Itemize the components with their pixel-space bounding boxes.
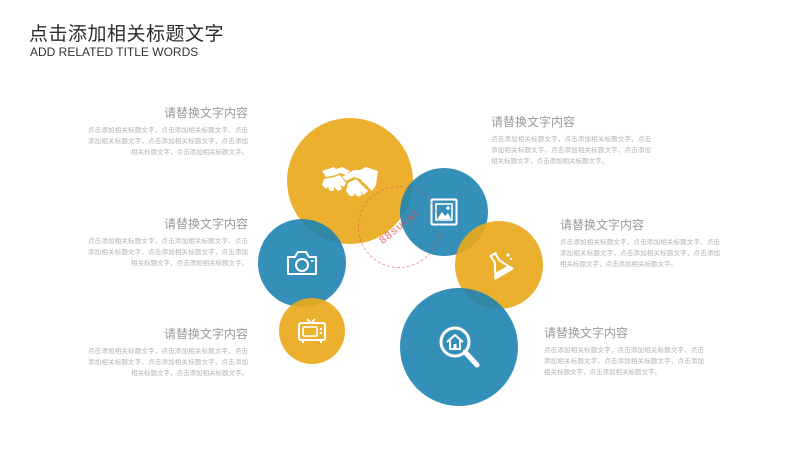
block-body: 点击添加相关标题文字，点击添加相关标题文字，点击添加相关标题文字，点击添加相关标… (544, 346, 704, 376)
text-block-left-1: 请替换文字内容 点击添加相关标题文字，点击添加相关标题文字，点击添加相关标题文字… (88, 104, 248, 158)
block-body: 点击添加相关标题文字，点击添加相关标题文字，点击添加相关标题文字，点击添加相关标… (88, 237, 248, 267)
block-body: 点击添加相关标题文字，点击添加相关标题文字，点击添加相关标题文字，点击添加相关标… (88, 347, 248, 377)
text-block-right-3: 请替换文字内容 点击添加相关标题文字，点击添加相关标题文字，点击添加相关标题文字… (544, 324, 704, 378)
block-heading: 请替换文字内容 (163, 106, 248, 120)
watermark-text: 88sucai (376, 207, 422, 247)
text-block-right-1: 请替换文字内容 点击添加相关标题文字，点击添加相关标题文字，点击添加相关标题文字… (491, 113, 651, 167)
slide-subtitle: ADD RELATED TITLE WORDS (30, 45, 199, 59)
block-body: 点击添加相关标题文字，点击添加相关标题文字，点击添加相关标题文字，点击添加相关标… (491, 135, 651, 165)
block-heading: 请替换文字内容 (544, 326, 629, 340)
home-search-icon (438, 325, 480, 369)
handshake-icon (320, 163, 380, 199)
text-block-left-2: 请替换文字内容 点击添加相关标题文字，点击添加相关标题文字，点击添加相关标题文字… (88, 215, 248, 269)
image-icon (430, 198, 458, 226)
block-heading: 请替换文字内容 (163, 217, 248, 231)
block-heading: 请替换文字内容 (560, 218, 645, 232)
flask-icon (484, 250, 514, 280)
block-body: 点击添加相关标题文字，点击添加相关标题文字，点击添加相关标题文字，点击添加相关标… (560, 238, 720, 268)
block-body: 点击添加相关标题文字，点击添加相关标题文字，点击添加相关标题文字，点击添加相关标… (88, 126, 248, 156)
text-block-right-2: 请替换文字内容 点击添加相关标题文字，点击添加相关标题文字，点击添加相关标题文字… (560, 216, 720, 270)
circle-tv (279, 298, 345, 364)
tv-icon (297, 318, 327, 344)
circle-camera (258, 219, 346, 307)
camera-icon (286, 250, 318, 276)
circle-home-search (400, 288, 518, 406)
block-heading: 请替换文字内容 (163, 327, 248, 341)
slide-title: 点击添加相关标题文字 (29, 23, 225, 45)
block-heading: 请替换文字内容 (491, 115, 576, 129)
text-block-left-3: 请替换文字内容 点击添加相关标题文字，点击添加相关标题文字，点击添加相关标题文字… (88, 325, 248, 379)
